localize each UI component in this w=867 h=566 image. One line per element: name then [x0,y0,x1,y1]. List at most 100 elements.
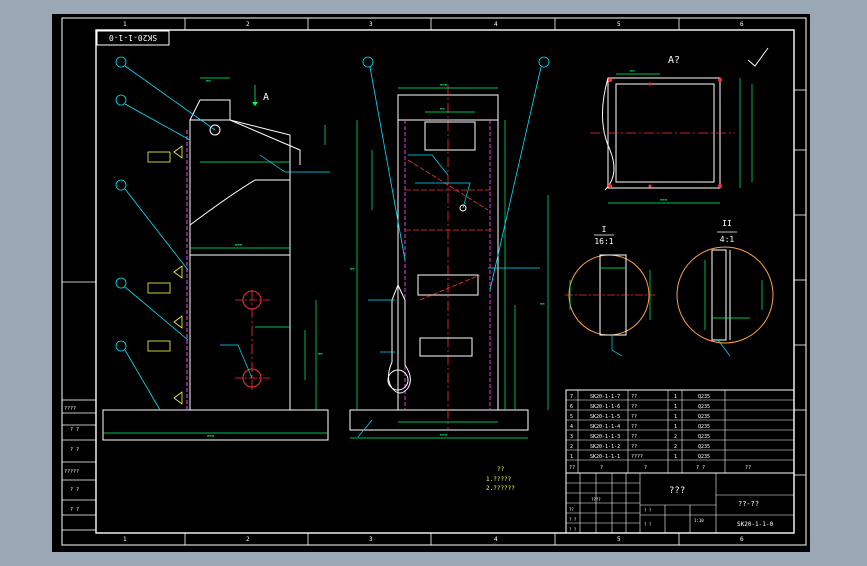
parts-cell-mat: Q235 [698,424,710,430]
svg-text:≡≡: ≡≡ [350,266,355,271]
header-no: ?? [569,465,575,471]
parts-cell-qty: 2 [674,444,677,450]
grid-number: 4 [494,21,498,28]
detail-i-roman: I [602,225,607,234]
title-drawing-number: SK20-1-1-0 [737,521,774,528]
top-bracket [189,99,301,165]
side-lower-plate [419,337,473,357]
parts-cell-qty: 2 [674,434,677,440]
title-small-2: ?? [569,507,574,512]
base-plate [102,409,329,441]
grid-number: 3 [369,536,373,543]
parts-cell-name: ?? [631,414,637,420]
parts-cell-mat: Q235 [698,434,710,440]
parts-cell-mat: Q235 [698,444,710,450]
side-block-label: ???? [64,406,76,412]
parts-cell-no: 2 [570,444,573,450]
front-view[interactable]: ≡≡≡≡≡≡ ≡≡≡≡ A [102,56,330,441]
view-a-dimension-values: ≡≡≡≡≡ [630,68,668,202]
title-block[interactable]: ??? ??-?? SK20-1-1-0 ???? ?? ? ? ? ? ? ?… [565,472,795,534]
header-name: ? [644,465,647,471]
drawing-outer-frame [61,17,807,546]
front-dimension-values: ≡≡≡≡≡≡ ≡≡≡≡ [206,78,323,438]
grid-number: 6 [740,536,744,543]
side-diagonal-brace-2 [419,274,481,301]
parts-cell-no: 1 [570,454,573,460]
svg-text:≡≡≡: ≡≡≡ [235,242,243,247]
side-mid-plate [417,274,479,296]
notes-line-3: 2.?????? [486,485,515,492]
parts-cell-qty: 1 [674,404,677,410]
side-block-label: ? ? [70,507,79,513]
parts-cell-mat: Q235 [698,414,710,420]
grid-number: 1 [123,536,127,543]
view-a-arrow: A [252,85,269,106]
view-a-dimensions [608,73,753,204]
notes-line-2: 1.????? [486,476,512,483]
grid-number: 2 [246,21,250,28]
column-curved-gusset [189,179,290,226]
parts-cell-qty: 1 [674,424,677,430]
view-a-label: A? [668,55,680,66]
side-handle-bracket [388,283,411,394]
side-block-label: ? ? [70,427,79,433]
parts-cell-code: SK20-1-1-6 [590,404,620,410]
detail-ii[interactable]: II 4:1 [676,219,774,357]
svg-text:≡≡: ≡≡ [540,301,545,306]
side-pin-hole [459,204,467,212]
side-dimensions [350,87,549,439]
parts-cell-mat: Q235 [698,394,710,400]
drawing-inner-border [95,29,795,534]
parts-cell-code: SK20-1-1-4 [590,424,620,430]
detail-ii-boundary [676,246,774,344]
parts-cell-no: 5 [570,414,573,420]
parts-cell-qty: 1 [674,414,677,420]
parts-cell-qty: 1 [674,394,677,400]
side-block-label: ? ? [70,487,79,493]
side-upper-pocket [424,121,476,151]
grid-number: 4 [494,536,498,543]
grid-number: 6 [740,21,744,28]
svg-text:≡≡: ≡≡ [206,78,211,83]
side-view[interactable]: ≡≡≡≡≡ ≡≡≡≡ ≡≡≡ [349,56,550,439]
header-mat: ? ? [696,465,705,471]
side-block-label: ????? [64,469,79,475]
detail-i-dimensions [569,267,651,320]
top-grid-numbers: 1 2 3 4 5 6 [123,21,744,28]
detail-i-scale: 16:1 [594,237,613,246]
technical-notes: ?? 1.????? 2.?????? [486,466,515,492]
parts-cell-code: SK20-1-1-1 [590,454,620,460]
front-part-balloons [115,56,216,411]
svg-text:≡≡≡: ≡≡≡ [440,432,448,437]
parts-cell-name: ?? [631,434,637,440]
side-part-balloons [362,56,550,291]
mount-hole-lower [242,368,262,388]
parts-cell-no: 6 [570,404,573,410]
svg-text:≡≡≡: ≡≡≡ [440,82,448,87]
notes-line-1: ?? [497,466,505,473]
svg-text:≡≡≡: ≡≡≡ [660,197,668,202]
detail-ii-dimensions [704,260,763,330]
svg-text:≡≡≡: ≡≡≡ [207,433,215,438]
parts-cell-code: SK20-1-1-2 [590,444,620,450]
parts-cell-code: SK20-1-1-5 [590,414,620,420]
title-ratio: 1:10 [694,518,704,523]
detail-i[interactable]: I 16:1 [565,225,655,357]
parts-cell-no: 4 [570,424,573,430]
view-a-roughness-mark [747,47,769,67]
left-side-block-labels: ???? ? ? ? ? ????? ? ? ? ? [64,406,79,513]
parts-cell-name: ?? [631,424,637,430]
view-a[interactable]: A? ≡≡≡≡≡ [590,47,769,204]
parts-cell-code: SK20-1-1-3 [590,434,620,440]
title-small-4: ? ? [569,527,577,532]
parts-cell-name: ?? [631,394,637,400]
parts-cell-qty: 1 [674,454,677,460]
grid-number: 3 [369,21,373,28]
side-dimension-values: ≡≡≡≡≡ ≡≡≡≡ ≡≡≡ [350,82,545,437]
detail-ii-plate [711,249,727,341]
parts-cell-no: 7 [570,394,573,400]
detail-ii-roman: II [722,219,732,228]
